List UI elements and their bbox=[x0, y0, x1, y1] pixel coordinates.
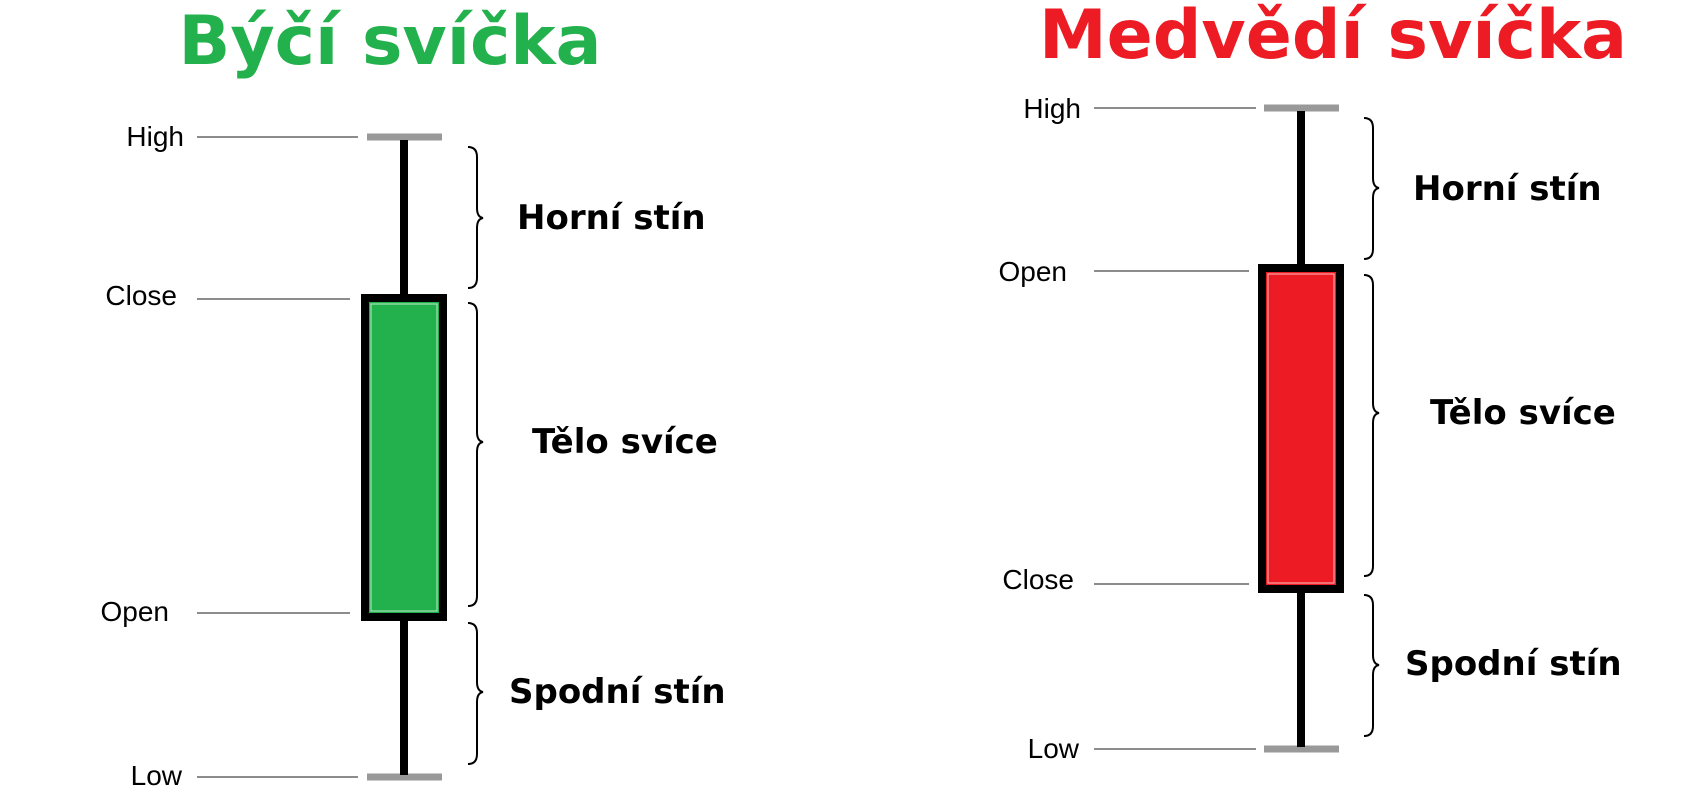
bearish-upper-shadow-brace bbox=[1363, 117, 1380, 260]
bearish-body-inner-line bbox=[1267, 273, 1335, 584]
bearish-candle-group: Medvědí svíčka High Open Close Low Horní… bbox=[999, 0, 1628, 764]
bearish-title: Medvědí svíčka bbox=[1039, 0, 1627, 75]
bearish-body bbox=[1258, 264, 1344, 593]
bullish-body-brace bbox=[467, 302, 484, 607]
bullish-low-label: Low bbox=[131, 760, 183, 791]
bullish-open-label: Open bbox=[101, 596, 170, 627]
bullish-close-label: Close bbox=[105, 280, 177, 311]
bullish-lower-shadow-brace bbox=[467, 622, 484, 765]
bullish-candle-group: Býčí svíčka High Close Open Low Horní st… bbox=[101, 2, 726, 791]
bearish-close-label: Close bbox=[1002, 564, 1074, 595]
bearish-body-label: Tělo svíce bbox=[1430, 393, 1616, 433]
bearish-lower-shadow-label: Spodní stín bbox=[1405, 644, 1622, 684]
bullish-title: Býčí svíčka bbox=[179, 2, 602, 81]
bearish-body-brace bbox=[1363, 274, 1380, 577]
bearish-high-label: High bbox=[1023, 93, 1081, 124]
bearish-low-label: Low bbox=[1028, 733, 1080, 764]
bearish-lower-shadow-brace bbox=[1363, 594, 1380, 737]
bullish-upper-shadow-label: Horní stín bbox=[517, 198, 706, 238]
bullish-upper-shadow-brace bbox=[467, 146, 484, 289]
bearish-open-label: Open bbox=[999, 256, 1068, 287]
bullish-body bbox=[361, 294, 447, 621]
bullish-high-label: High bbox=[126, 121, 184, 152]
bullish-body-inner-line bbox=[370, 303, 438, 612]
bullish-body-label: Tělo svíce bbox=[532, 422, 718, 462]
bullish-lower-shadow-label: Spodní stín bbox=[509, 672, 726, 712]
bearish-upper-shadow-label: Horní stín bbox=[1413, 169, 1602, 209]
